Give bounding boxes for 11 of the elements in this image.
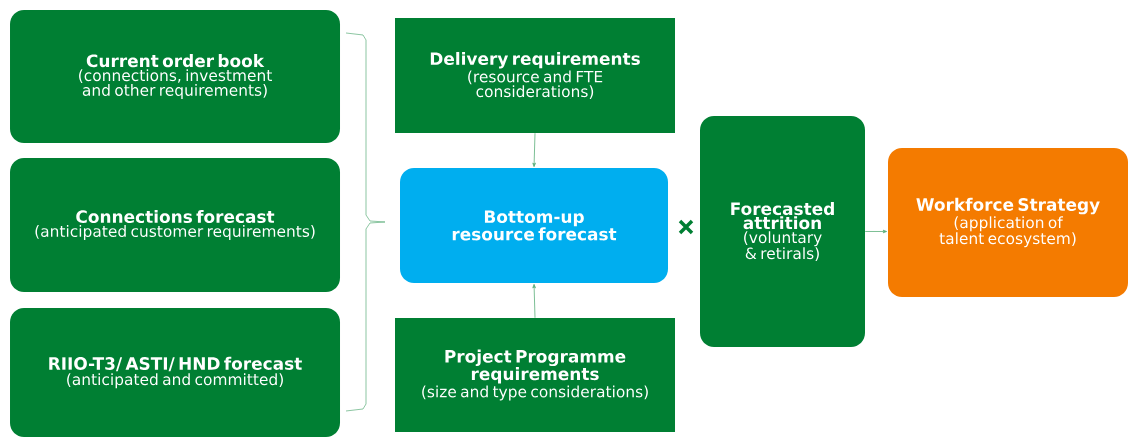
arrow — [532, 283, 536, 319]
process-box: Workforce Strategy (application of talent ecosystem) — [888, 148, 1128, 297]
process-box: Connections forecast (anticipated customer requirements) — [10, 158, 340, 292]
process-box: Delivery requirements (resource and FTE considerations) — [395, 18, 675, 133]
process-box: Project Programme requirements (size and type considerations) — [395, 318, 675, 432]
arrow — [864, 229, 888, 234]
arrow — [532, 132, 536, 168]
process-box: RIIO-T3/ ASTI/ HND forecast (anticipated and committed) — [10, 308, 340, 437]
process-box: Current order book (connections, investment and other requirements) — [10, 10, 340, 143]
process-box: Forecasted attrition (voluntary & retirals) — [700, 116, 865, 347]
process-box: Bottom-up resource forecast — [400, 168, 668, 283]
